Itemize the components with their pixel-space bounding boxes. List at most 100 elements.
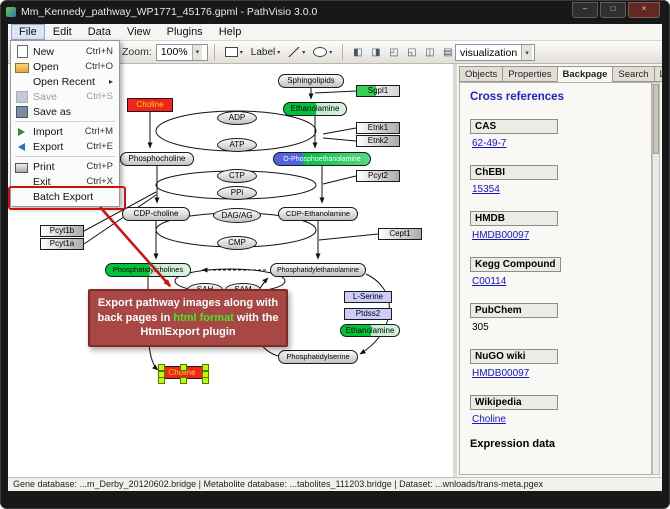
selection-handle[interactable] (202, 377, 209, 384)
node-l-serine[interactable]: L-Serine (344, 291, 392, 303)
menu-data[interactable]: Data (87, 26, 111, 38)
menu-file[interactable]: File (11, 24, 45, 40)
datanode-tool-button[interactable]: ▾ (221, 43, 247, 61)
panel-splitter[interactable] (453, 64, 457, 477)
node-ppi[interactable]: PPi (217, 186, 257, 200)
zoom-label: Zoom: (122, 46, 152, 58)
zoom-combo[interactable]: 100% ▾ (155, 43, 208, 61)
xref-link[interactable]: HMDB00097 (472, 368, 530, 379)
menu-plugins[interactable]: Plugins (166, 26, 203, 38)
xref-value-row: HMDB00097 (472, 230, 641, 241)
node-etnk1[interactable]: Etnk1 (356, 122, 400, 134)
selection-handle[interactable] (180, 377, 187, 384)
chevron-down-icon[interactable]: ▾ (191, 44, 203, 60)
node-pcyt2[interactable]: Pcyt2 (356, 170, 400, 182)
close-button[interactable]: × (628, 2, 660, 18)
align-left-button[interactable]: ◧ (349, 44, 366, 61)
node-pcyt1a[interactable]: Pcyt1a (40, 238, 84, 250)
node-o-phosphoethanolamine[interactable]: O-Phosphoethanolamine (273, 152, 371, 166)
app-icon (6, 7, 16, 17)
node-pcyt1b[interactable]: Pcyt1b (40, 225, 84, 237)
node-adp[interactable]: ADP (217, 111, 257, 125)
node-atp[interactable]: ATP (217, 138, 257, 152)
node-ctp[interactable]: CTP (217, 169, 257, 183)
xref-link[interactable]: C00114 (472, 276, 507, 287)
node-ethanolamine[interactable]: Ethanolamine (340, 324, 400, 337)
stack-vertical-button[interactable]: ▤ (439, 44, 456, 61)
toolbar: Zoom: 100% ▾ ▾ Label ▾ ▾ (8, 41, 662, 64)
xref-link[interactable]: HMDB00097 (472, 230, 530, 241)
node-phosphatidylserine[interactable]: Phosphatidylserine (278, 350, 358, 364)
menu-item-label: Import (33, 125, 63, 138)
visualization-combo[interactable]: visualization ▾ (455, 44, 535, 61)
xref-link[interactable]: 15354 (472, 184, 500, 195)
node-choline[interactable]: Choline (158, 364, 209, 384)
tab-properties[interactable]: Properties (502, 66, 558, 82)
file-menu-item-open-recent[interactable]: Open Recent▸ (11, 74, 119, 89)
titlebar[interactable]: Mm_Kennedy_pathway_WP1771_45176.gpml - P… (0, 0, 670, 24)
file-menu-item-save-as[interactable]: Save as (11, 104, 119, 119)
import-icon-slot (15, 126, 29, 138)
window-controls: – □ × (572, 2, 660, 18)
node-phosphatidylcholines[interactable]: Phosphatidylcholines (105, 263, 191, 277)
align-right-button[interactable]: ◨ (367, 44, 384, 61)
menu-edit[interactable]: Edit (52, 26, 72, 38)
node-cdp-ethanolamine[interactable]: CDP-Ethanolamine (278, 207, 358, 221)
xref-source-name: Kegg Compound (470, 257, 561, 272)
node-sgpl1[interactable]: Sgpl1 (356, 85, 400, 97)
node-phosphatidylethanolamine[interactable]: Phosphatidylethanolamine (270, 263, 366, 277)
selection-handle[interactable] (180, 364, 187, 371)
status-text: Gene database: ...m_Derby_20120602.bridg… (13, 479, 544, 489)
menu-help[interactable]: Help (218, 26, 242, 38)
align-bottom-button[interactable]: ◱ (403, 44, 420, 61)
node-choline[interactable]: Choline (127, 98, 173, 112)
align-top-button[interactable]: ◰ (385, 44, 402, 61)
tab-backpage[interactable]: Backpage (556, 66, 614, 82)
scrollbar-thumb[interactable] (653, 84, 659, 154)
open-icon-slot (15, 61, 29, 73)
tab-objects[interactable]: Objects (459, 66, 504, 82)
node-ptdss2[interactable]: Ptdss2 (344, 308, 392, 320)
xref-value-row: HMDB00097 (472, 368, 641, 379)
node-sphingolipids[interactable]: Sphingolipids (278, 74, 344, 88)
line-tool-button[interactable]: ▾ (284, 43, 309, 61)
tab-search[interactable]: Search (612, 66, 655, 82)
label-tool-text: Label (250, 46, 276, 58)
node-etnk2[interactable]: Etnk2 (356, 135, 400, 147)
selection-handle[interactable] (158, 370, 165, 378)
new-icon-slot (15, 45, 29, 58)
menu-view[interactable]: View (126, 26, 151, 38)
node-cept1[interactable]: Cept1 (378, 228, 422, 240)
maximize-button[interactable]: □ (600, 2, 626, 18)
minimize-button[interactable]: – (572, 2, 598, 18)
node-phosphocholine[interactable]: Phosphocholine (120, 152, 194, 166)
align-center-x-button[interactable]: ◫ (421, 44, 438, 61)
chevron-down-icon[interactable]: ▾ (521, 45, 532, 60)
panel-scrollbar[interactable] (652, 82, 660, 475)
xref-source-name: NuGO wiki (470, 349, 558, 364)
shape-tool-button[interactable]: ▾ (309, 43, 336, 61)
node-dag-ag[interactable]: DAG/AG (213, 208, 261, 223)
xref-link[interactable]: 62-49-7 (472, 138, 507, 149)
print-icon (15, 162, 28, 173)
line-icon (288, 47, 301, 57)
selection-handle[interactable] (158, 377, 165, 384)
export-icon (18, 142, 25, 151)
label-tool-button[interactable]: Label ▾ (247, 43, 284, 61)
file-menu-item-batch-export[interactable]: Batch Export (11, 189, 119, 204)
xref-link[interactable]: Choline (472, 414, 506, 425)
node-cmp[interactable]: CMP (217, 236, 257, 250)
tab-legend[interactable]: Legend (653, 66, 662, 82)
node-ethanolamine[interactable]: Ethanolamine (283, 102, 347, 116)
node-cdp-choline[interactable]: CDP-choline (122, 207, 190, 221)
